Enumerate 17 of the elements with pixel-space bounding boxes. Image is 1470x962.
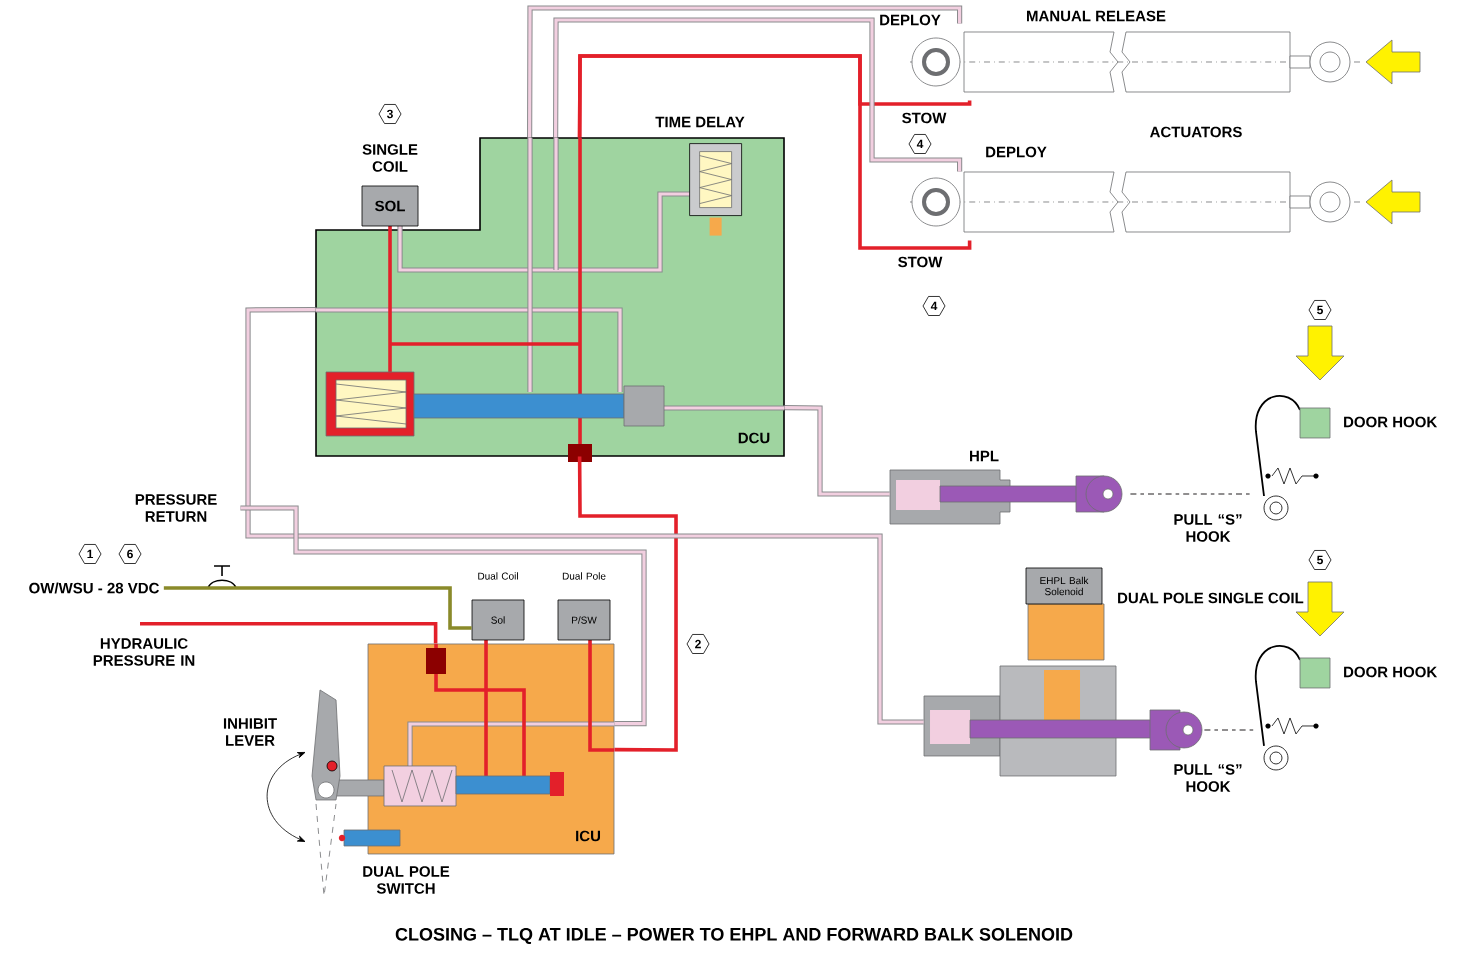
hydraulic-line xyxy=(577,456,678,752)
hydraulic-line xyxy=(784,405,890,497)
caption: CLOSING – TLQ AT IDLE – POWER TO EHPL AND FORWARD BALK SOLENOID xyxy=(395,927,1073,945)
time-delay-valve xyxy=(655,116,745,236)
hydraulic-line xyxy=(163,586,472,630)
door-hook xyxy=(1254,645,1438,771)
center-line xyxy=(1203,729,1255,731)
door-hook xyxy=(1254,395,1438,521)
hydraulic-line xyxy=(527,5,963,138)
hydraulic-line xyxy=(553,17,963,172)
actuator xyxy=(909,30,1361,94)
hydraulic-line xyxy=(240,505,647,727)
hydraulic-line xyxy=(140,622,438,644)
actuator xyxy=(909,170,1361,234)
hydraulic-line xyxy=(577,54,972,250)
hydraulic-line xyxy=(245,307,924,725)
center-line xyxy=(1129,493,1255,495)
